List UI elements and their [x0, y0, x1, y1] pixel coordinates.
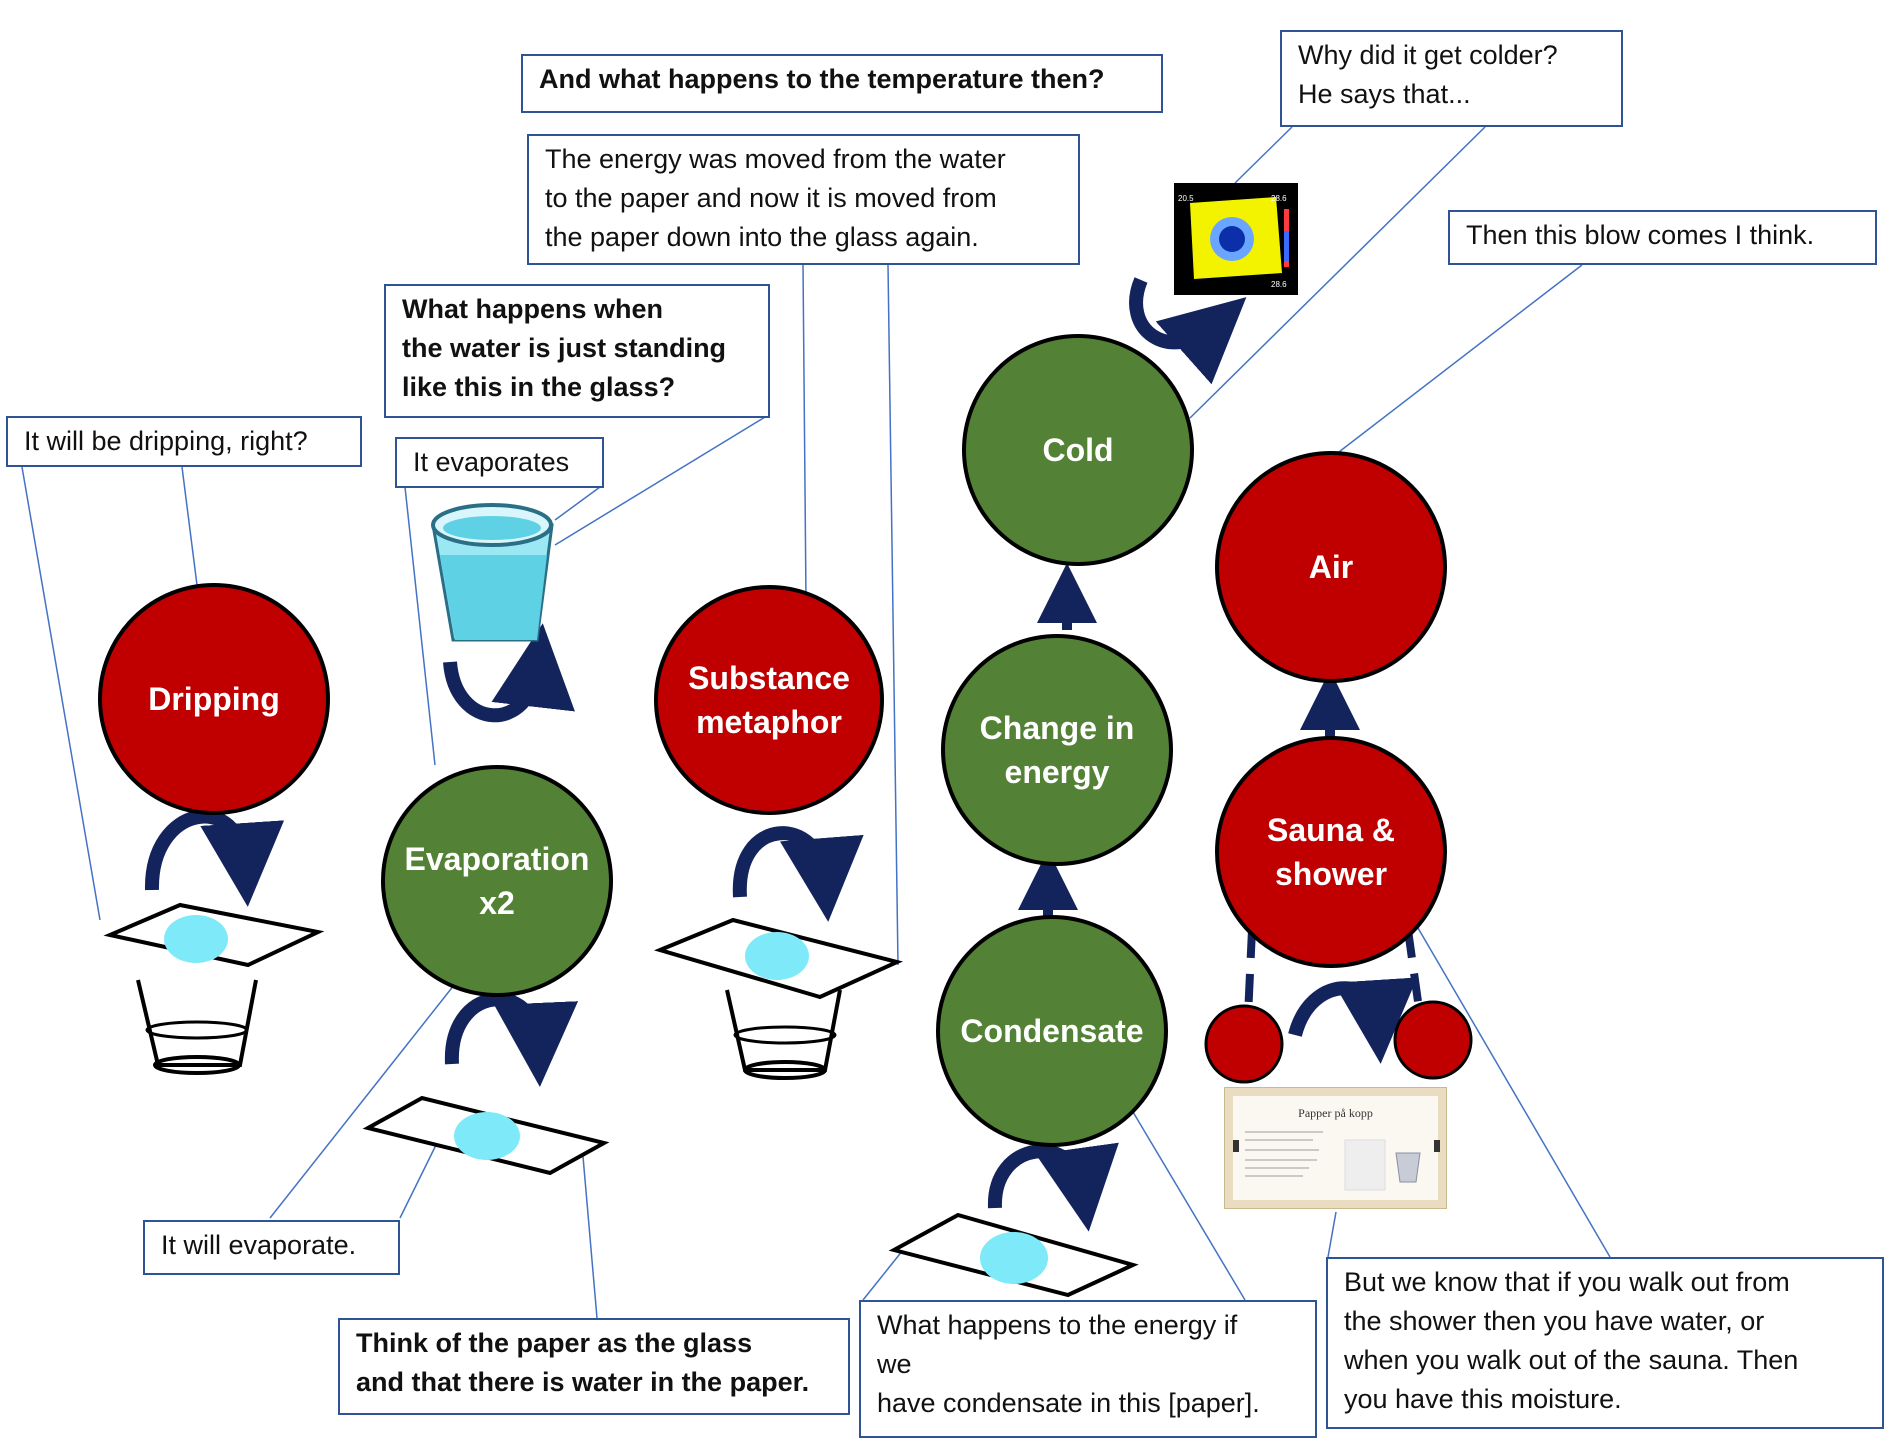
callout-temperature-question: And what happens to the temperature then… [521, 54, 1163, 113]
node-cold: Cold [962, 334, 1194, 566]
thermal-top-left-value: 20.5 [1178, 194, 1194, 203]
callout-will-evaporate: It will evaporate. [143, 1220, 400, 1275]
thermal-top-right-value: 28.6 [1271, 194, 1287, 203]
curved-arrow-icon [987, 1142, 1119, 1232]
callout-blow-comes: Then this blow comes I think. [1448, 210, 1877, 265]
callout-energy-condensate: What happens to the energy if we have co… [859, 1300, 1317, 1438]
callout-it-evaporates: It evaporates [395, 437, 604, 488]
curved-arrow-icon [443, 623, 575, 723]
curved-arrows [144, 277, 1418, 1232]
node-evaporation: Evaporation x2 [381, 765, 613, 997]
dashed-connectors [1244, 929, 1424, 1017]
thermal-image-icon: 20.5 28.6 28.6 [1174, 183, 1298, 295]
straight-arrows [1018, 563, 1360, 916]
paper-on-glass-icon [103, 902, 325, 1075]
curved-arrow-icon [732, 826, 864, 922]
paper-on-glass-icon [653, 917, 903, 1080]
curved-arrow-icon [1288, 977, 1418, 1064]
slide-thumbnail-icon: Papper på kopp [1224, 1087, 1447, 1209]
glass-with-water-icon [431, 503, 554, 642]
curved-arrow-icon [144, 809, 285, 907]
callout-dripping-right: It will be dripping, right? [6, 416, 362, 467]
node-air: Air [1215, 451, 1447, 683]
node-substance-metaphor: Substance metaphor [654, 585, 884, 815]
paper-with-water-icon [888, 1212, 1139, 1298]
node-dripping: Dripping [98, 583, 330, 815]
curved-arrow-icon [1129, 277, 1247, 385]
callout-energy-moved: The energy was moved from the water to t… [527, 134, 1080, 265]
callout-water-standing: What happens when the water is just stan… [384, 284, 770, 418]
small-red-circle-left [1204, 1004, 1284, 1084]
slide-title: Papper på kopp [1298, 1106, 1373, 1120]
curved-arrow-icon [444, 992, 579, 1087]
node-sauna-shower: Sauna & shower [1215, 736, 1447, 968]
small-red-circle-right [1393, 1000, 1473, 1080]
thermal-bottom-right-value: 28.6 [1271, 280, 1287, 289]
callout-think-paper: Think of the paper as the glass and that… [338, 1318, 850, 1415]
paper-with-water-icon [362, 1095, 610, 1176]
node-condensate: Condensate [936, 915, 1168, 1147]
callout-shower-moisture: But we know that if you walk out from th… [1326, 1257, 1884, 1429]
callout-why-colder: Why did it get colder? He says that... [1280, 30, 1623, 127]
node-change-in-energy: Change in energy [941, 634, 1173, 866]
